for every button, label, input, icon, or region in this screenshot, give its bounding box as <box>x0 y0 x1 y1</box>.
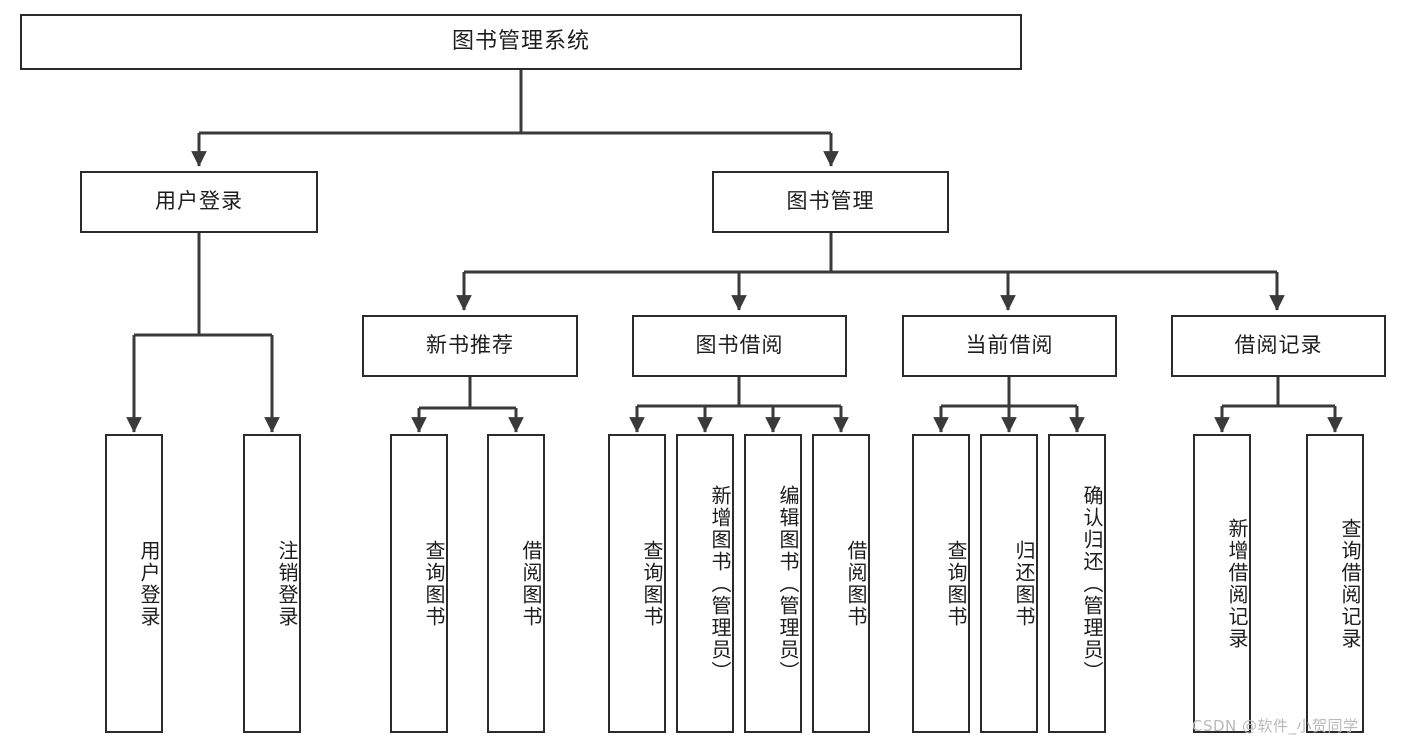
node-book-manage-label: 图书管理 <box>786 189 875 214</box>
leaf-query-record-label: 查询借阅记录 <box>1338 517 1362 650</box>
leaf-logout-login[interactable]: 注销登录 <box>243 434 301 733</box>
leaf-edit-book[interactable]: 编辑图书（管理员） <box>744 434 802 733</box>
leaf-query-book-2[interactable]: 查询图书 <box>608 434 666 733</box>
leaf-query-book-3[interactable]: 查询图书 <box>912 434 970 733</box>
leaf-query-book-2-label: 查询图书 <box>640 539 664 628</box>
node-user-login-label: 用户登录 <box>155 189 243 214</box>
node-current-borrow-label: 当前借阅 <box>965 333 1054 358</box>
node-user-login[interactable]: 用户登录 <box>80 171 318 233</box>
node-root-system-label: 图书管理系统 <box>451 28 590 54</box>
node-new-book-recommend-label: 新书推荐 <box>426 333 514 358</box>
leaf-borrow-book-2-label: 借阅图书 <box>844 539 868 628</box>
leaf-borrow-book-1-label: 借阅图书 <box>519 539 543 628</box>
leaf-query-record[interactable]: 查询借阅记录 <box>1306 434 1364 733</box>
leaf-query-book-3-label: 查询图书 <box>944 539 968 628</box>
leaf-query-book-1-label: 查询图书 <box>422 539 446 628</box>
node-new-book-recommend[interactable]: 新书推荐 <box>362 315 578 377</box>
leaf-add-book[interactable]: 新增图书（管理员） <box>676 434 734 733</box>
csdn-watermark: CSDN @软件_小贺同学 <box>1192 717 1359 735</box>
node-book-borrow[interactable]: 图书借阅 <box>632 315 847 377</box>
leaf-add-book-label: 新增图书（管理员） <box>708 484 732 683</box>
leaf-return-book-label: 归还图书 <box>1012 539 1036 628</box>
leaf-add-record-label: 新增借阅记录 <box>1225 517 1249 650</box>
node-current-borrow[interactable]: 当前借阅 <box>902 315 1117 377</box>
leaf-user-login-label: 用户登录 <box>137 539 161 628</box>
node-book-borrow-label: 图书借阅 <box>695 333 784 358</box>
leaf-borrow-book-1[interactable]: 借阅图书 <box>487 434 545 733</box>
leaf-borrow-book-2[interactable]: 借阅图书 <box>812 434 870 733</box>
leaf-confirm-return[interactable]: 确认归还（管理员） <box>1048 434 1106 733</box>
leaf-query-book-1[interactable]: 查询图书 <box>390 434 448 733</box>
leaf-add-record[interactable]: 新增借阅记录 <box>1193 434 1251 733</box>
leaf-edit-book-label: 编辑图书（管理员） <box>776 484 800 683</box>
node-borrow-record-label: 借阅记录 <box>1234 333 1323 358</box>
leaf-return-book[interactable]: 归还图书 <box>980 434 1038 733</box>
leaf-logout-login-label: 注销登录 <box>275 539 299 628</box>
leaf-confirm-return-label: 确认归还（管理员） <box>1080 484 1104 683</box>
node-borrow-record[interactable]: 借阅记录 <box>1171 315 1386 377</box>
node-book-manage[interactable]: 图书管理 <box>712 171 949 233</box>
leaf-user-login[interactable]: 用户登录 <box>105 434 163 733</box>
node-root-system[interactable]: 图书管理系统 <box>20 14 1022 70</box>
